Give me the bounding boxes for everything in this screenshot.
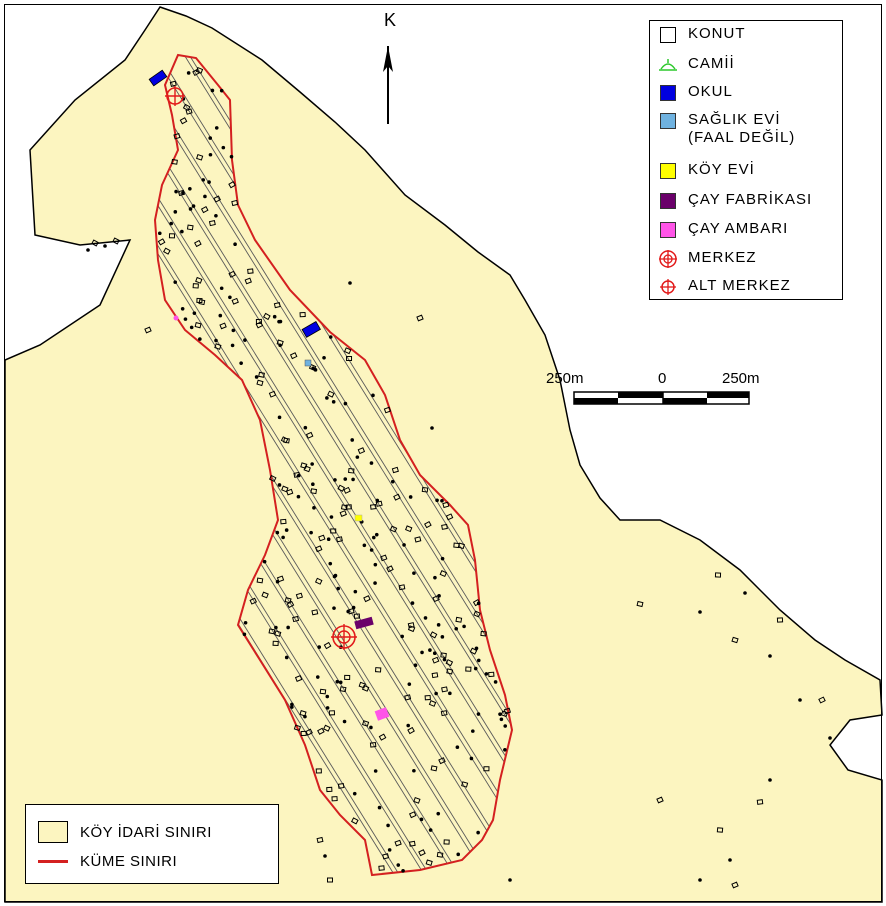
school-marker[interactable] <box>148 69 168 87</box>
legend-label-okul: OKUL <box>688 83 733 100</box>
okul-icon <box>658 83 678 103</box>
altmerkez-icon <box>658 277 678 297</box>
legend-label-saglik: SAĞLIK EVİ <box>688 111 781 128</box>
legend-item-merkez: MERKEZ <box>658 249 757 269</box>
legend-label-saglik-line2: (FAAL DEĞİL) <box>688 129 796 146</box>
center-marker[interactable] <box>331 624 357 650</box>
legend-item-okul: OKUL <box>658 83 733 103</box>
legend-label-merkez: MERKEZ <box>688 249 757 266</box>
cluster-boundary-label: KÜME SINIRI <box>80 853 178 870</box>
sub-center-marker[interactable] <box>165 86 185 106</box>
north-arrow: K <box>378 10 402 128</box>
camii-icon <box>658 55 678 75</box>
school-marker-2[interactable] <box>301 320 321 338</box>
legend-item-koyevi: KÖY EVİ <box>658 161 755 181</box>
legend-item-camii: CAMİİ <box>658 55 735 75</box>
legend-label-altmerkez: ALT MERKEZ <box>688 277 791 294</box>
scale-right-label: 250m <box>722 370 760 387</box>
scale-bar: 250m 0 250m <box>546 370 760 410</box>
legend-label-koyevi: KÖY EVİ <box>688 161 755 178</box>
scale-left-label: 250m <box>546 370 584 387</box>
legend-item-fabrika: ÇAY FABRİKASI <box>658 191 812 211</box>
admin-boundary-label: KÖY İDARİ SINIRI <box>80 823 212 841</box>
legend-cluster-boundary: KÜME SINIRI <box>38 853 177 870</box>
scale-bar-graphic <box>573 391 750 405</box>
north-label: K <box>383 10 396 30</box>
legend-label-ambar: ÇAY AMBARI <box>688 220 789 237</box>
legend-item-saglik: SAĞLIK EVİ(FAAL DEĞİL) <box>658 111 795 147</box>
cluster-boundary <box>153 53 514 877</box>
cluster-boundary-swatch <box>38 860 68 863</box>
scale-mid-label: 0 <box>658 370 667 387</box>
tea-storage-marker[interactable] <box>374 707 390 721</box>
admin-boundary-swatch <box>38 821 68 843</box>
boundary-legend: KÖY İDARİ SINIRI KÜME SINIRI <box>25 804 279 884</box>
legend-label-konut: KONUT <box>688 25 746 42</box>
ambar-icon <box>658 220 678 240</box>
merkez-icon <box>658 249 678 269</box>
tea-storage-marker-2[interactable] <box>173 315 179 321</box>
village-house-marker[interactable] <box>354 514 363 522</box>
map-legend: KONUT CAMİİ OKUL SAĞLIK EVİ(FAAL DEĞİL) KÖY … <box>649 20 843 300</box>
saglik-icon <box>658 111 678 131</box>
koyevi-icon <box>658 161 678 181</box>
legend-label-fabrika: ÇAY FABRİKASI <box>688 191 813 208</box>
north-arrow-icon <box>383 46 393 124</box>
health-post-marker[interactable] <box>304 359 312 367</box>
legend-item-konut: KONUT <box>658 25 746 45</box>
village-area <box>4 6 883 903</box>
facilities-layer <box>148 69 390 721</box>
houses-layer <box>86 66 832 889</box>
konut-icon <box>658 25 678 45</box>
legend-label-camii: CAMİİ <box>688 55 735 72</box>
legend-admin-boundary: KÖY İDARİ SINIRI <box>38 821 212 843</box>
legend-item-altmerkez: ALT MERKEZ <box>658 277 791 297</box>
legend-item-ambar: ÇAY AMBARI <box>658 220 788 240</box>
tea-factory-marker[interactable] <box>354 616 374 630</box>
fabrika-icon <box>658 191 678 211</box>
